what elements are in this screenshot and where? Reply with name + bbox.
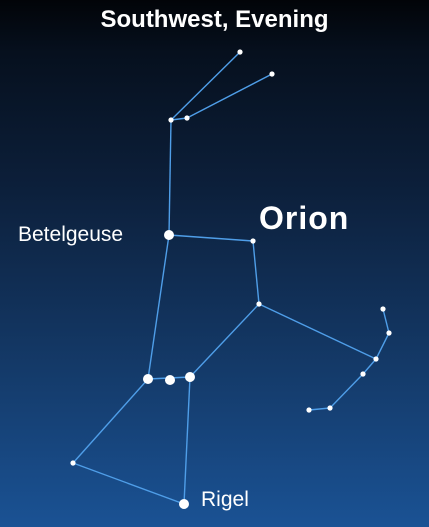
betelgeuse-label: Betelgeuse xyxy=(18,223,124,246)
foot-line xyxy=(72,462,185,505)
shield-line-2 xyxy=(375,332,390,360)
saiph-star xyxy=(70,460,76,466)
shield-star-3 xyxy=(373,356,379,362)
stars xyxy=(70,49,392,509)
belt-star-middle xyxy=(165,375,175,385)
club-star-left xyxy=(168,117,174,123)
body-star xyxy=(256,301,262,307)
diagram-title: Southwest, Evening xyxy=(100,6,329,33)
constellation-lines xyxy=(72,51,390,505)
constellation-name: Orion xyxy=(259,200,350,236)
shield-star-4 xyxy=(360,371,366,377)
club-star-top xyxy=(237,49,243,55)
left-leg-line xyxy=(72,378,149,464)
shield-star-5 xyxy=(327,405,333,411)
right-side-line xyxy=(252,240,260,305)
club-line-lower xyxy=(186,73,273,119)
shield-line-4 xyxy=(329,373,364,409)
shield-line-5 xyxy=(308,407,331,411)
belt-star-left xyxy=(143,374,153,384)
club-line-base xyxy=(170,117,188,121)
shield-star-6 xyxy=(306,407,312,413)
arm-line xyxy=(168,119,172,236)
club-line-upper xyxy=(170,51,241,121)
shield-line-1 xyxy=(382,308,390,334)
right-leg-line xyxy=(183,376,191,505)
left-side-line xyxy=(147,234,170,380)
shield-star-2 xyxy=(386,330,392,336)
belt-star-right xyxy=(185,372,195,382)
shield-star-1 xyxy=(380,306,386,312)
betelgeuse-star xyxy=(164,230,174,240)
shield-link-line xyxy=(258,303,377,360)
bellatrix-star xyxy=(250,238,256,244)
club-star-base xyxy=(184,115,190,121)
rigel-label: Rigel xyxy=(201,488,249,511)
shield-line-3 xyxy=(362,358,377,375)
torso-line xyxy=(189,303,260,378)
rigel-star xyxy=(179,499,189,509)
shoulder-line xyxy=(168,234,254,242)
club-star-right xyxy=(269,71,275,77)
